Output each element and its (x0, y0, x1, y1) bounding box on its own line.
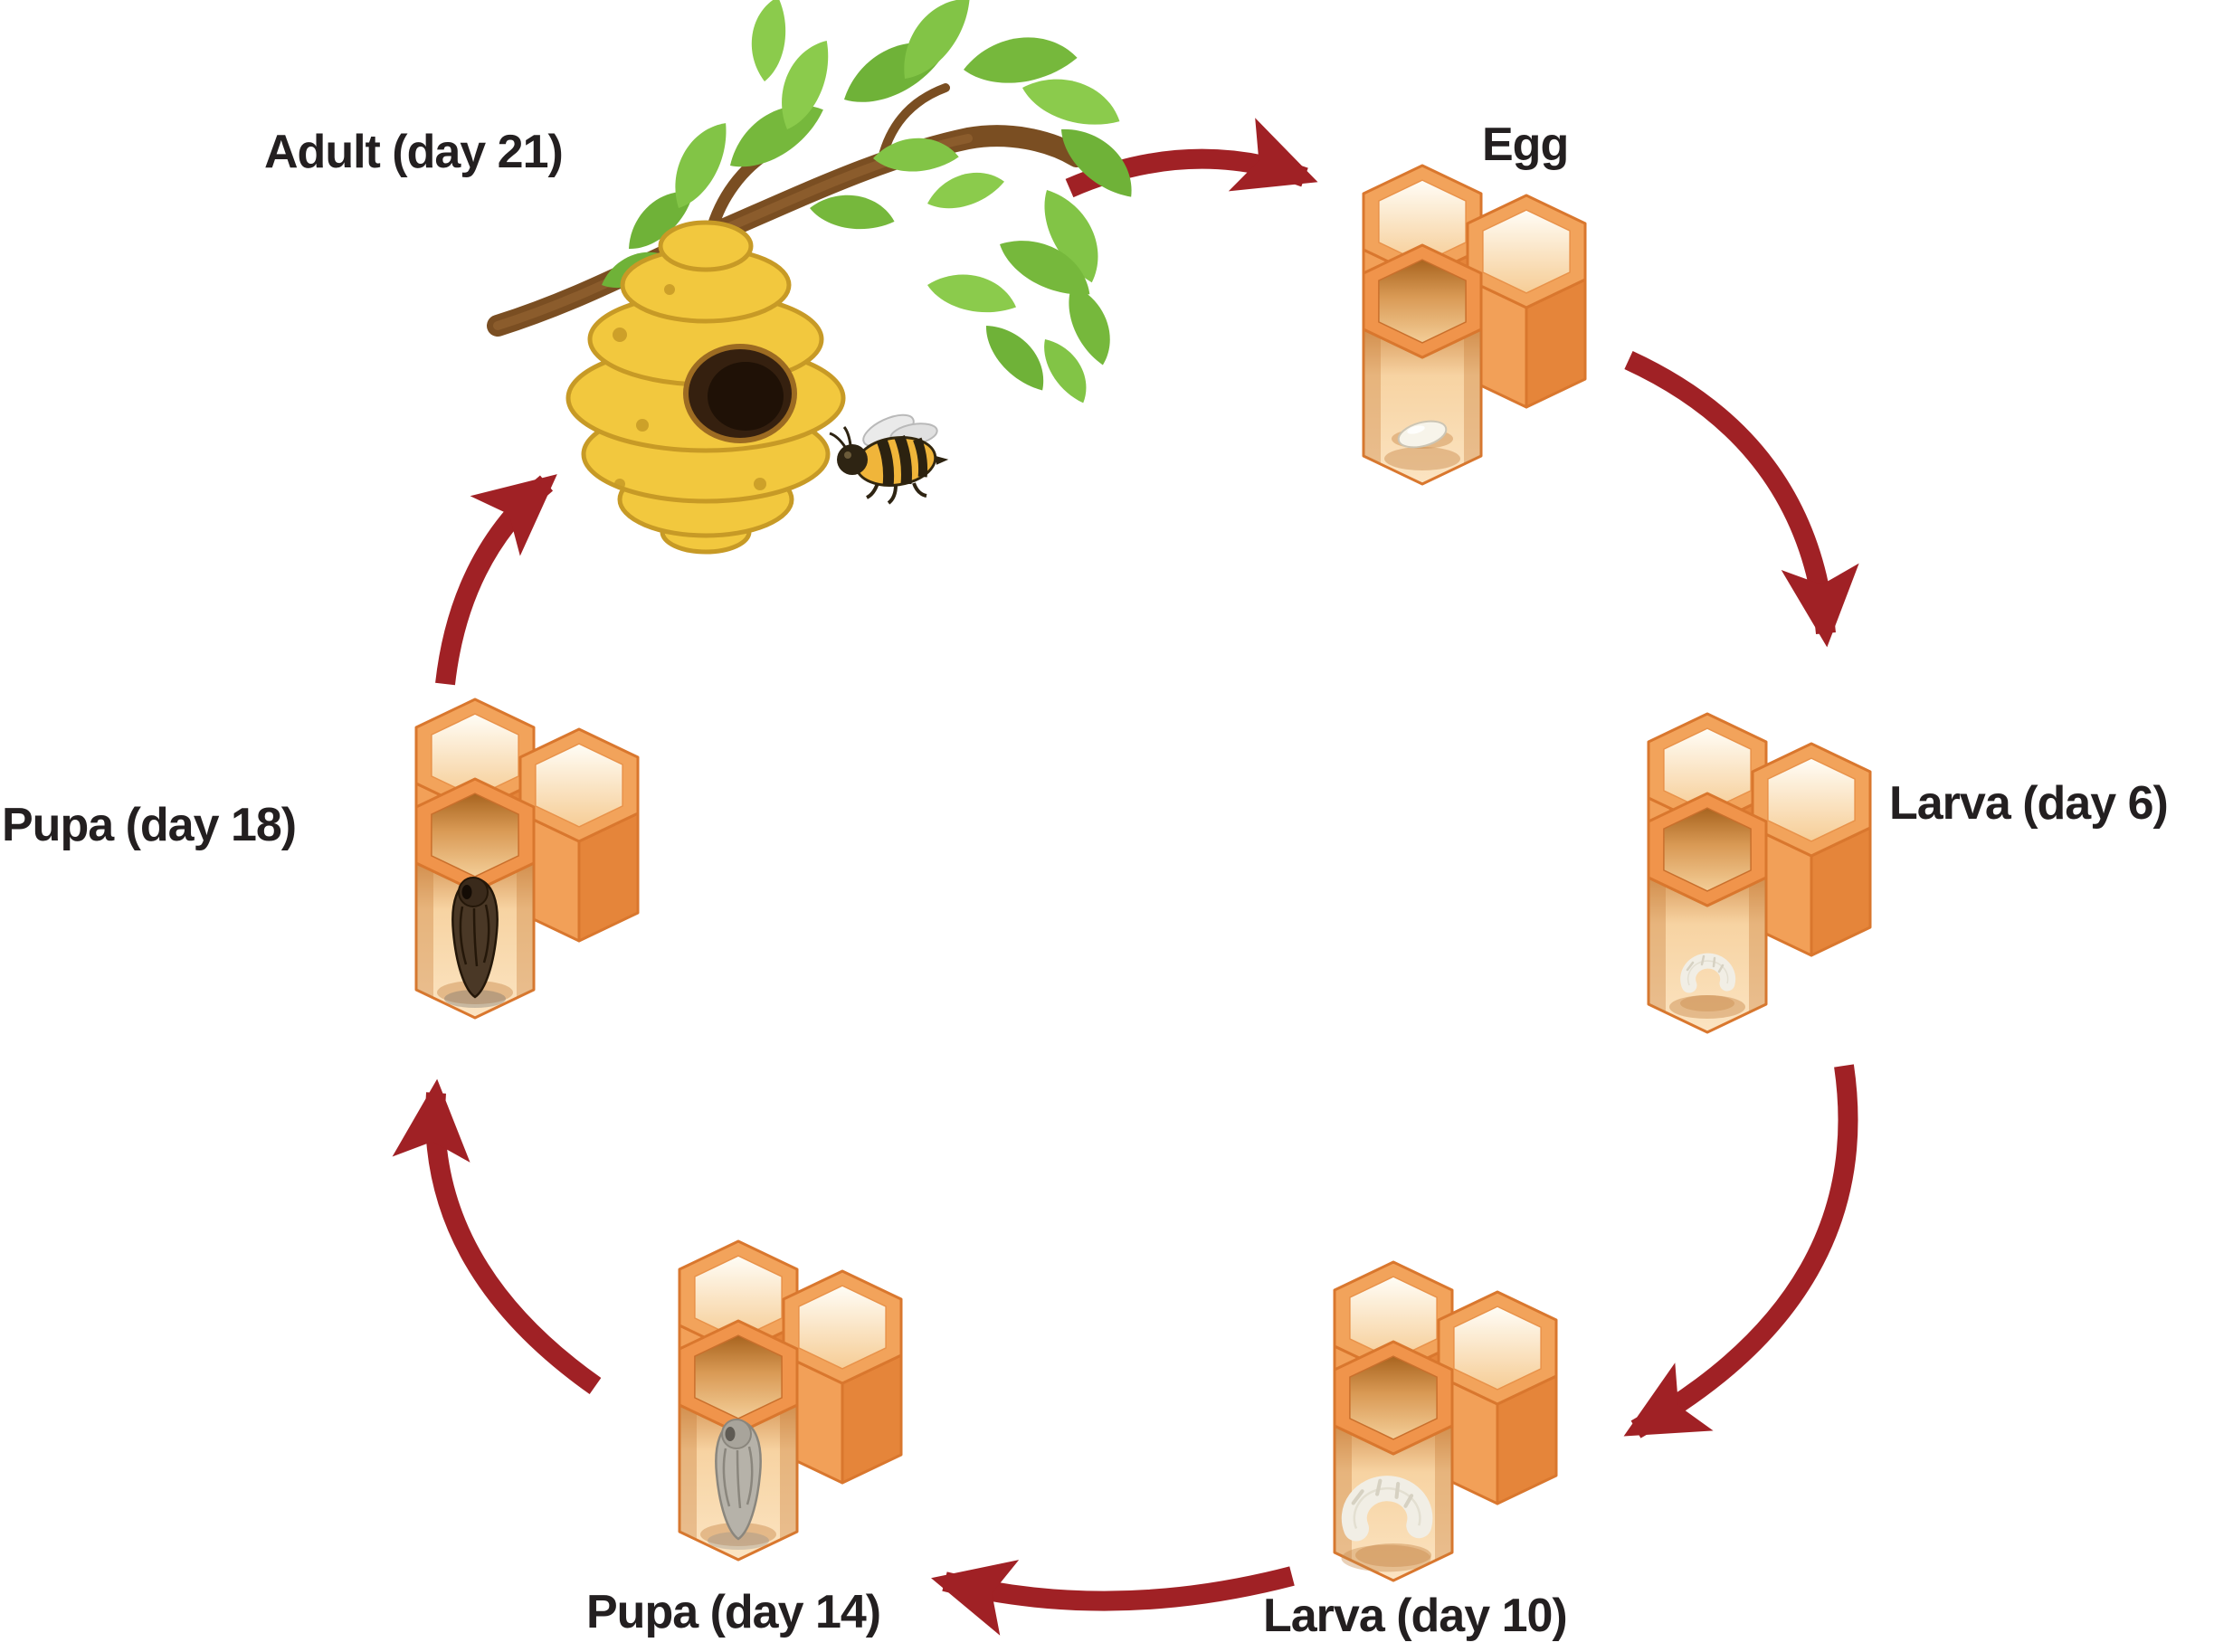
adult-stage-illustration (487, 0, 1143, 555)
hive-dots (613, 284, 766, 490)
honeycomb-pupa-18 (416, 699, 638, 1018)
honeycomb-egg (1364, 166, 1585, 484)
beehive (565, 220, 846, 555)
arrow-pupa14-to-pupa18 (392, 1078, 602, 1394)
stage-label-larva-10: Larva (day 10) (1263, 1590, 1568, 1642)
gray-pupa-illustration (708, 1419, 769, 1550)
stage-label-pupa-18: Pupa (day 18) (2, 799, 297, 851)
egg-illustration (1392, 420, 1453, 449)
stage-label-larva-6: Larva (day 6) (1889, 777, 2169, 830)
stage-label-pupa-14: Pupa (day 14) (586, 1586, 881, 1638)
arrow-egg-to-larva6 (1624, 351, 1859, 648)
cycle-arrows (392, 118, 1859, 1636)
arrow-pupa18-to-adult (435, 474, 557, 686)
arrow-larva10-to-pupa14 (931, 1560, 1295, 1636)
honeycomb-larva-10 (1335, 1262, 1556, 1581)
arrow-larva6-to-larva10 (1623, 1064, 1858, 1438)
hive-entrance-hole (683, 344, 797, 443)
honeycomb-pupa-14 (679, 1241, 901, 1560)
stage-label-adult: Adult (day 21) (264, 126, 564, 178)
bee (829, 413, 949, 505)
honeycomb-larva-6 (1649, 714, 1870, 1032)
dark-pupa-illustration (444, 877, 506, 1008)
stage-label-egg: Egg (1482, 119, 1569, 171)
